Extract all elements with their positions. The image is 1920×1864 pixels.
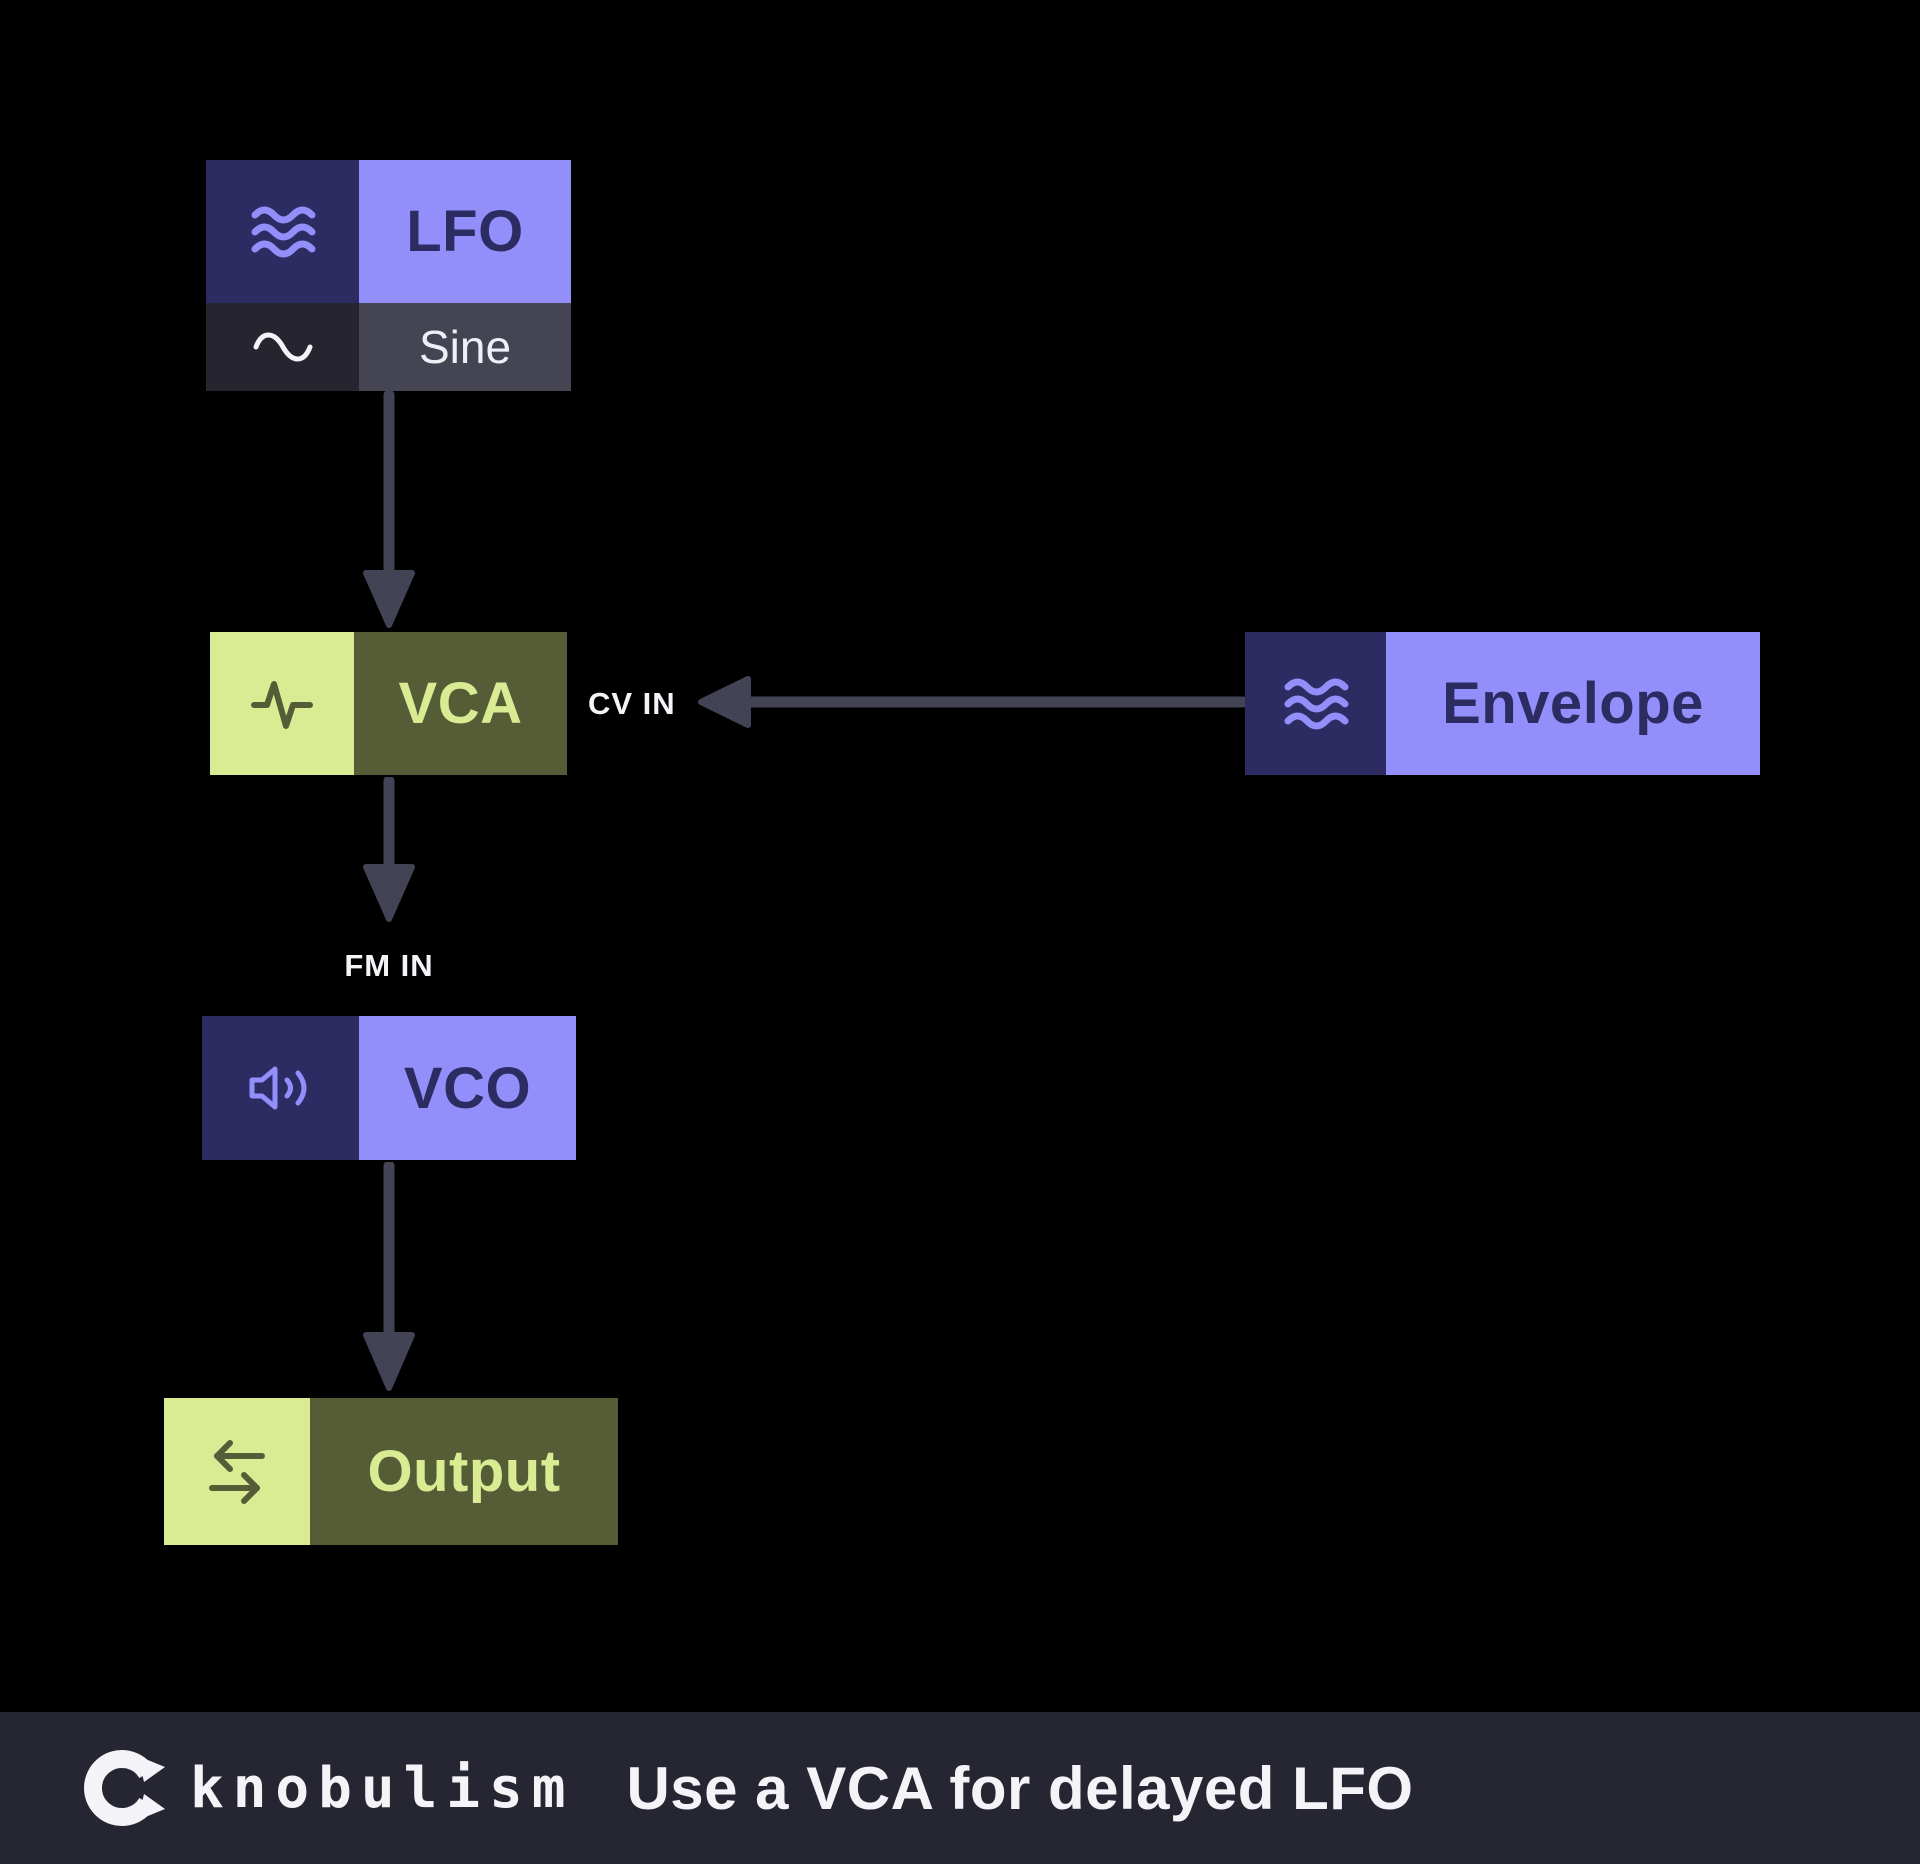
arrow-lfo-to-vca [363, 391, 415, 628]
arrow-envelope-to-vca [698, 676, 1246, 728]
vco-label: VCO [403, 1055, 532, 1121]
waves-icon [1284, 678, 1348, 729]
footer-title: Use a VCA for delayed LFO [626, 1754, 1414, 1822]
envelope-label: Envelope [1442, 671, 1704, 736]
lfo-waveform-label: Sine [418, 321, 512, 373]
vco-module: VCO [202, 1016, 576, 1160]
vca-label: VCA [398, 671, 523, 736]
vca-module: VCA [210, 632, 567, 775]
brand-name: knobulism [190, 1755, 575, 1821]
vca-icon-cell [210, 632, 354, 775]
lfo-waveform-row: Sine [206, 303, 571, 391]
cv-in-label: CV IN [588, 686, 676, 721]
arrow-vca-to-vco [363, 777, 415, 922]
output-module: Output [164, 1398, 618, 1545]
vco-icon-cell [202, 1016, 359, 1160]
sine-icon-cell [206, 303, 359, 391]
waves-icon [251, 206, 315, 257]
lfo-label: LFO [406, 199, 524, 264]
fm-in-label: FM IN [344, 948, 434, 983]
arrow-vco-to-output [363, 1162, 415, 1391]
footer-bar: knobulism Use a VCA for delayed LFO [0, 1712, 1920, 1864]
lfo-icon-cell [206, 160, 359, 303]
transfer-icon [209, 1439, 265, 1504]
output-icon-cell [164, 1398, 310, 1545]
lfo-module: LFO Sine [206, 160, 571, 391]
envelope-module: Envelope [1245, 632, 1760, 775]
envelope-icon-cell [1245, 632, 1386, 775]
activity-icon [251, 680, 313, 729]
knobulism-logo-icon [84, 1750, 165, 1826]
output-label: Output [367, 1439, 561, 1504]
speaker-icon [249, 1066, 306, 1110]
sine-wave-icon [253, 332, 312, 362]
